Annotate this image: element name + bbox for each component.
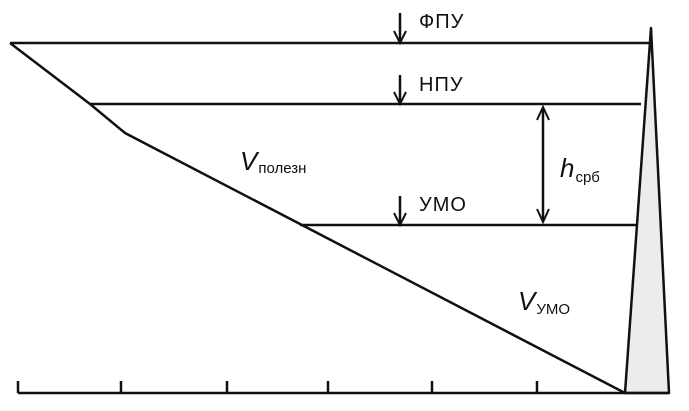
depth-symbol: h [560,153,574,183]
dam [623,26,671,395]
horizontal-axis [16,381,669,395]
useful-volume-label: Vполезн [240,146,306,177]
depth-subscript: срб [575,169,599,186]
dead-volume-subscript: УМО [536,301,570,318]
umo-marker-arrow-icon [393,196,407,228]
umo-label: УМО [419,194,467,216]
useful-volume-subscript: полезн [258,160,306,177]
fpu-marker-arrow-icon [393,13,407,46]
npu-label: НПУ [419,74,464,96]
dead-volume-symbol: V [518,286,538,316]
depth-dimension-arrow-icon [536,104,550,225]
dead-volume-label: VУМО [518,286,570,318]
fpu-label: ФПУ [419,11,464,33]
depth-label: hсрб [560,153,600,186]
npu-marker-arrow-icon [393,75,407,107]
reservoir-bed-profile [9,42,626,395]
useful-volume-symbol: V [240,146,260,176]
